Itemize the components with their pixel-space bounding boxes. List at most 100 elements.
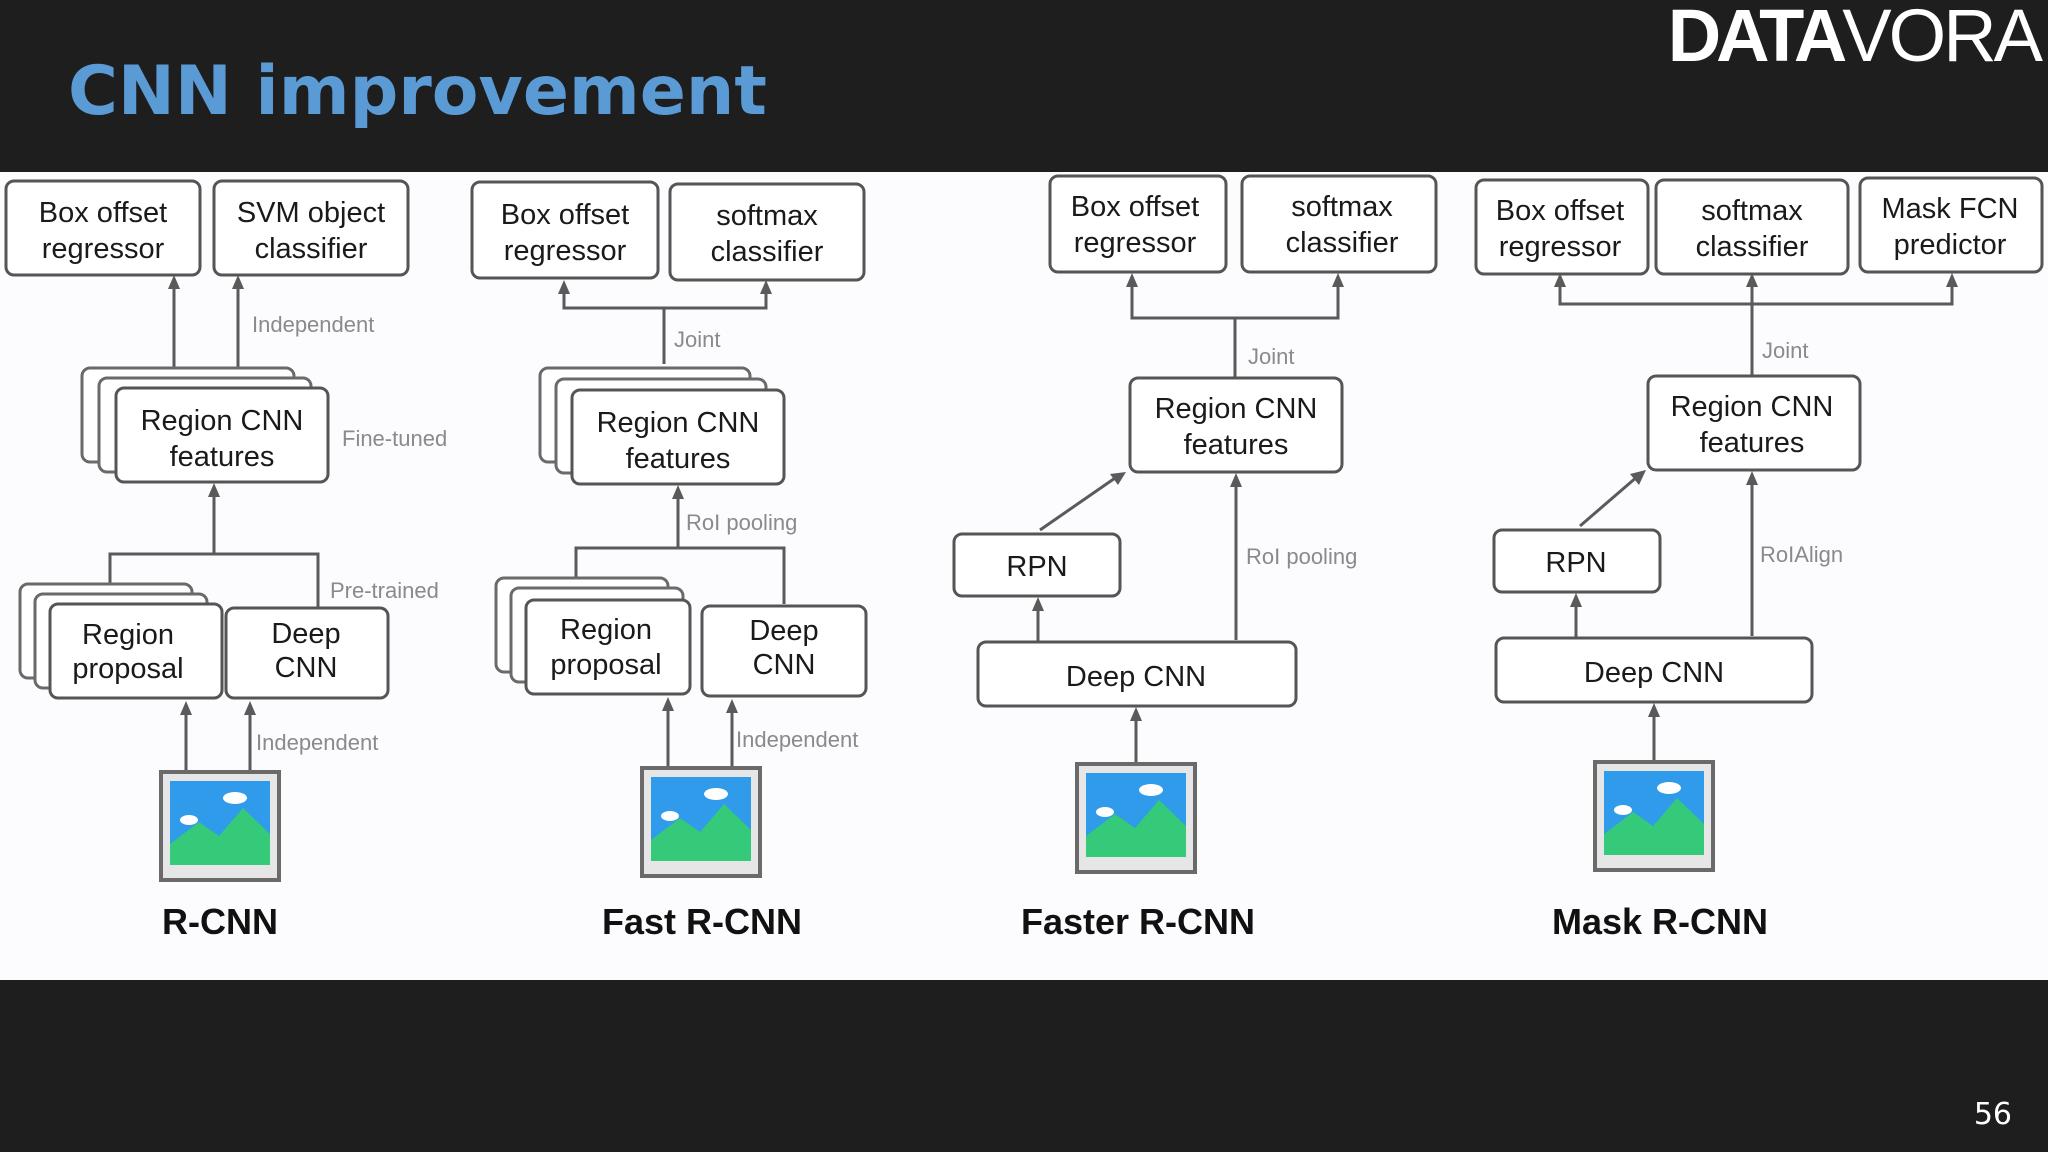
faster-arrow-rpn-to-features [1039, 474, 1119, 532]
fast-region-proposal-node [524, 598, 692, 696]
fast-softmax-label-2: classifier [711, 236, 824, 268]
fast-arrowhead [672, 485, 684, 499]
fast-joint-bracket [562, 287, 768, 310]
faster-arrowhead [1126, 273, 1138, 287]
rcnn-region-proposal-node [48, 602, 224, 700]
mask-arrowhead [1746, 273, 1758, 287]
rcnn-join-bracket [108, 552, 320, 607]
rcnn-deep-cnn-label-1: Deep [271, 618, 340, 650]
fast-input-independent-annotation: Independent [736, 727, 858, 752]
rcnn-input-independent-annotation: Independent [256, 730, 378, 755]
fast-join-bracket [574, 546, 786, 604]
rcnn-family-diagram: Box offset regressor SVM object classifi… [4, 174, 2044, 942]
fast-arrowhead [662, 697, 674, 711]
fast-rcnn-caption: Fast R-CNN [602, 901, 802, 942]
rcnn-box-regressor-label-2: regressor [42, 233, 165, 265]
fast-deep-cnn-label-1: Deep [749, 615, 818, 647]
mask-arrowhead [1946, 273, 1958, 287]
fast-box-regressor-node [470, 180, 660, 280]
fast-box-regressor-label-2: regressor [504, 235, 627, 267]
rcnn-independent-annotation: Independent [252, 312, 374, 337]
rcnn-arrowhead [244, 701, 256, 715]
fast-box-regressor-label-1: Box offset [501, 199, 629, 231]
faster-arrowhead [1130, 707, 1142, 721]
faster-arrowhead [1332, 273, 1344, 287]
faster-arrowhead [1110, 472, 1126, 485]
rcnn-arrowhead [208, 483, 220, 497]
faster-arrowhead [1032, 597, 1044, 611]
mask-deep-cnn-node [1494, 636, 1814, 704]
mask-fcn-label-1: Mask FCN [1882, 193, 2019, 225]
faster-box-regressor-node [1048, 174, 1228, 274]
rcnn-proposal-label-1: Region [82, 619, 174, 651]
faster-softmax-label-1: softmax [1291, 191, 1393, 223]
fast-joint-annotation: Joint [674, 327, 720, 352]
logo-bold-text: DATA [1667, 0, 1848, 77]
landscape-image-icon [159, 770, 281, 882]
rcnn-arrowhead [232, 275, 244, 289]
rcnn-finetuned-annotation: Fine-tuned [342, 426, 447, 451]
faster-region-features-node [1128, 376, 1344, 474]
mask-joint-annotation: Joint [1762, 338, 1808, 363]
rcnn-features-label-1: Region CNN [141, 405, 304, 437]
mask-rpn-node [1492, 528, 1662, 594]
fast-deep-cnn-label-2: CNN [753, 649, 816, 681]
rcnn-pretrained-annotation: Pre-trained [330, 578, 439, 603]
rcnn-arrowhead [180, 701, 192, 715]
landscape-image-icon [1593, 760, 1715, 872]
faster-rpn-label: RPN [1006, 551, 1067, 583]
landscape-image-icon [640, 766, 762, 878]
faster-rpn-node [952, 532, 1122, 598]
rcnn-deep-cnn-label-2: CNN [275, 652, 338, 684]
mask-features-label-1: Region CNN [1671, 391, 1834, 423]
fast-softmax-node [668, 182, 866, 282]
fast-roi-pooling-annotation: RoI pooling [686, 510, 797, 535]
faster-roi-pooling-annotation: RoI pooling [1246, 544, 1357, 569]
rcnn-diagram: Box offset regressor SVM object classifi… [4, 179, 447, 942]
faster-softmax-node [1240, 174, 1438, 274]
mask-arrowhead [1746, 471, 1758, 485]
faster-joint-bracket [1130, 280, 1340, 320]
fast-proposal-label-1: Region [560, 614, 652, 646]
rcnn-svm-label-2: classifier [255, 233, 368, 265]
rcnn-region-features-node [114, 386, 330, 484]
mask-rpn-label: RPN [1545, 547, 1606, 579]
mask-rcnn-diagram: Box offset regressor softmax classifier … [1474, 176, 2044, 942]
fast-proposal-label-2: proposal [550, 649, 661, 681]
landscape-image-icon [1075, 762, 1197, 874]
mask-deep-cnn-label: Deep CNN [1584, 657, 1724, 689]
mask-region-features-node [1646, 374, 1862, 472]
rcnn-svm-classifier-node [212, 179, 410, 277]
rcnn-features-label-2: features [170, 441, 275, 473]
mask-arrow-rpn-to-features [1579, 474, 1639, 528]
logo-light-text: VORA [1842, 0, 2043, 77]
fast-features-label-1: Region CNN [597, 407, 760, 439]
fast-arrowhead [558, 280, 570, 294]
mask-softmax-label-1: softmax [1701, 195, 1803, 227]
mask-arrowhead [1570, 593, 1582, 607]
faster-joint-annotation: Joint [1248, 344, 1294, 369]
faster-deep-cnn-label: Deep CNN [1066, 661, 1206, 693]
fast-features-label-2: features [626, 443, 731, 475]
rcnn-box-regressor-label-1: Box offset [39, 197, 167, 229]
mask-arrowhead [1554, 273, 1566, 287]
faster-deep-cnn-node [976, 640, 1298, 708]
mask-roialign-annotation: RoIAlign [1760, 542, 1843, 567]
mask-fcn-label-2: predictor [1894, 229, 2007, 261]
page-number: 56 [1973, 1097, 2012, 1132]
slide-title: CNN improvement [68, 52, 767, 131]
fast-arrowhead [726, 699, 738, 713]
faster-rcnn-diagram: Box offset regressor softmax classifier … [952, 174, 1438, 942]
faster-softmax-label-2: classifier [1286, 227, 1399, 259]
faster-features-label-2: features [1184, 429, 1289, 461]
faster-rcnn-caption: Faster R-CNN [1021, 901, 1255, 942]
fast-rcnn-diagram: Box offset regressor softmax classifier … [470, 180, 868, 942]
rcnn-arrowhead [168, 275, 180, 289]
fast-arrowhead [760, 280, 772, 294]
mask-box-regressor-label-1: Box offset [1496, 195, 1624, 227]
mask-joint-bracket [1558, 280, 1954, 306]
mask-features-label-2: features [1700, 427, 1805, 459]
rcnn-proposal-label-2: proposal [72, 653, 183, 685]
mask-box-regressor-node [1474, 178, 1650, 276]
